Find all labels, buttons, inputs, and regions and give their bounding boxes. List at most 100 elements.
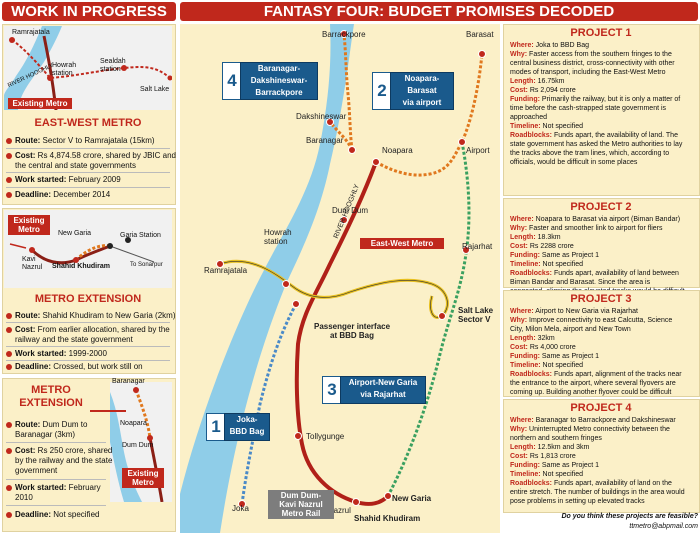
garia-station-dot [125, 237, 131, 243]
project-2-label: Noapara- Barasat via airport [390, 72, 454, 110]
project-2-panel [503, 198, 700, 288]
dumdum-dot [147, 435, 153, 441]
shahid-khudiram-dot [73, 257, 79, 263]
station-tollygunge [294, 432, 302, 440]
existing-metro-pointer [9, 243, 27, 249]
ew-work-started: Work started: February 2009 [6, 175, 179, 185]
dd-work-started: Work started: February 2010 [6, 483, 115, 503]
new-garia-dot [107, 243, 113, 249]
label-dumdum: Dum Dum [332, 206, 369, 215]
footer-question: Do you think these projects are feasible… [561, 513, 698, 520]
baranagar-dot [133, 387, 139, 393]
east-west-metro-title: EAST-WEST METRO [34, 117, 142, 129]
work-in-progress-header: WORK IN PROGRESS [2, 2, 176, 21]
map-label-garia-station: Garia Station [120, 232, 161, 239]
sonarpur-rail-line [109, 245, 155, 263]
project-1-label: Joka- BBD Bag [224, 413, 270, 441]
label-newgaria: New Garia [392, 494, 432, 503]
ext-route: Route: Shahid Khudiram to New Garia (2km… [6, 311, 179, 321]
label-barrackpore: Barrackpore [322, 30, 366, 39]
project-4-panel [503, 399, 700, 513]
station-dumdum [340, 216, 348, 224]
dd-route: Route: Dum Dum to Baranagar (3km) [6, 420, 115, 440]
map-label-baranagar: Baranagar [112, 378, 145, 385]
station-shahid-khudiram [352, 498, 360, 506]
project-4-details: Where: Baranagar to Barrackpore and Daks… [510, 417, 685, 505]
project-4-route-line [342, 33, 354, 151]
existing-metro-tag-2: Existing Metro [8, 215, 50, 235]
station-new-garia [384, 492, 392, 500]
existing-metro-tag: Existing Metro [8, 98, 72, 109]
project-1-route-line [240, 303, 298, 505]
project-3-panel [503, 290, 700, 397]
label-joka: Joka [232, 504, 249, 513]
station-noapara [372, 158, 380, 166]
station-rajarhat [462, 246, 470, 254]
east-west-route-line [11, 39, 171, 80]
station-baranagar [348, 146, 356, 154]
howrah-station-dot [47, 75, 53, 81]
map-label-kavi-nazrul: Kavi Nazrul [22, 256, 43, 271]
label-barasat: Barasat [466, 30, 494, 39]
map-label-new-garia: New Garia [58, 230, 92, 237]
existing-metro-tag-3: Existing Metro [122, 468, 164, 488]
saltlake-station-dot [167, 75, 172, 81]
metro-extension-title: METRO EXTENSION [34, 293, 142, 305]
map-label-saltlake: Salt Lake [140, 86, 170, 93]
metro-rail-tag: Dum Dum- Kavi Nazrul Metro Rail [268, 490, 334, 519]
label-dakshineswar: Dakshineswar [296, 112, 347, 121]
ramrajatala-station-dot [9, 37, 15, 43]
project-4-number: 4 [222, 62, 242, 100]
map-label-shahid-khudiram: Shahid Khudiram [52, 263, 110, 270]
station-howrah [282, 280, 290, 288]
label-ramrajatala: Ramrajatala [204, 266, 248, 275]
label-tollygunge: Tollygunge [306, 432, 345, 441]
label-saltlake: Salt Lake Sector V [458, 306, 494, 324]
project-2-title: PROJECT 2 [570, 201, 632, 213]
extension-route-line [134, 389, 152, 439]
label-shahid: Shahid Khudiram [354, 514, 421, 523]
arrow-pointer [90, 410, 126, 412]
project-1-number: 1 [206, 413, 226, 441]
label-baranagar: Baranagar [306, 136, 344, 145]
project-3-details: Where: Airport to New Garia via Rajarhat… [510, 308, 682, 396]
east-west-metro-tag: East-West Metro [360, 238, 444, 249]
ew-cost: Cost: Rs 4,874.58 crore, shared by JBIC … [6, 151, 179, 171]
map-label-sonarpur: To Sonarpur [130, 262, 163, 268]
project-3-title: PROJECT 3 [570, 293, 632, 305]
ext-deadline: Deadline: Crossed, but work still on [6, 362, 179, 372]
project-1-panel [503, 24, 700, 196]
ext-work-started: Work started: 1999-2000 [6, 349, 179, 359]
project-3-label: Airport-New Garia via Rajarhat [340, 376, 426, 404]
map-label-ramrajatala: Ramrajatala [12, 29, 50, 36]
sealdah-station-dot [121, 65, 127, 71]
station-ramrajatala [216, 260, 224, 268]
label-airport: Airport [466, 146, 490, 155]
river-hooghly-shape [180, 24, 354, 533]
fantasy-four-header: FANTASY FOUR: BUDGET PROMISES DECODED [180, 2, 698, 21]
project-2-number: 2 [372, 72, 392, 110]
project-3-route-line [386, 141, 471, 497]
river-shape [110, 392, 142, 502]
ew-deadline: Deadline: December 2014 [6, 190, 179, 200]
dd-deadline: Deadline: Not specified [6, 510, 115, 520]
station-barasat [478, 50, 486, 58]
map-label-noapara: Noapara [120, 420, 147, 427]
station-barrackpore [340, 30, 348, 38]
label-interface: Passenger interface at BBD Bag [314, 322, 391, 340]
metro-extension-title-2: METRO EXTENSION [19, 384, 83, 409]
station-bbd-bag [292, 300, 300, 308]
project-1-title: PROJECT 1 [570, 27, 632, 39]
label-noapara: Noapara [382, 146, 413, 155]
station-salt-lake [438, 312, 446, 320]
project-4-title: PROJECT 4 [570, 402, 632, 414]
map-label-sealdah: Sealdah station [100, 58, 126, 73]
project-2-details: Where: Noapara to Barasat via airport (B… [510, 216, 685, 295]
station-airport [458, 138, 466, 146]
project-2-route-line [375, 53, 484, 177]
kavi-nazrul-dot [29, 247, 35, 253]
station-dakshineswar [326, 118, 334, 126]
footer-email[interactable]: ttmetro@abpmail.com [629, 523, 698, 530]
station-joka [238, 500, 246, 508]
project-4-label: Baranagar- Dakshineswar- Barrackpore [240, 62, 318, 100]
